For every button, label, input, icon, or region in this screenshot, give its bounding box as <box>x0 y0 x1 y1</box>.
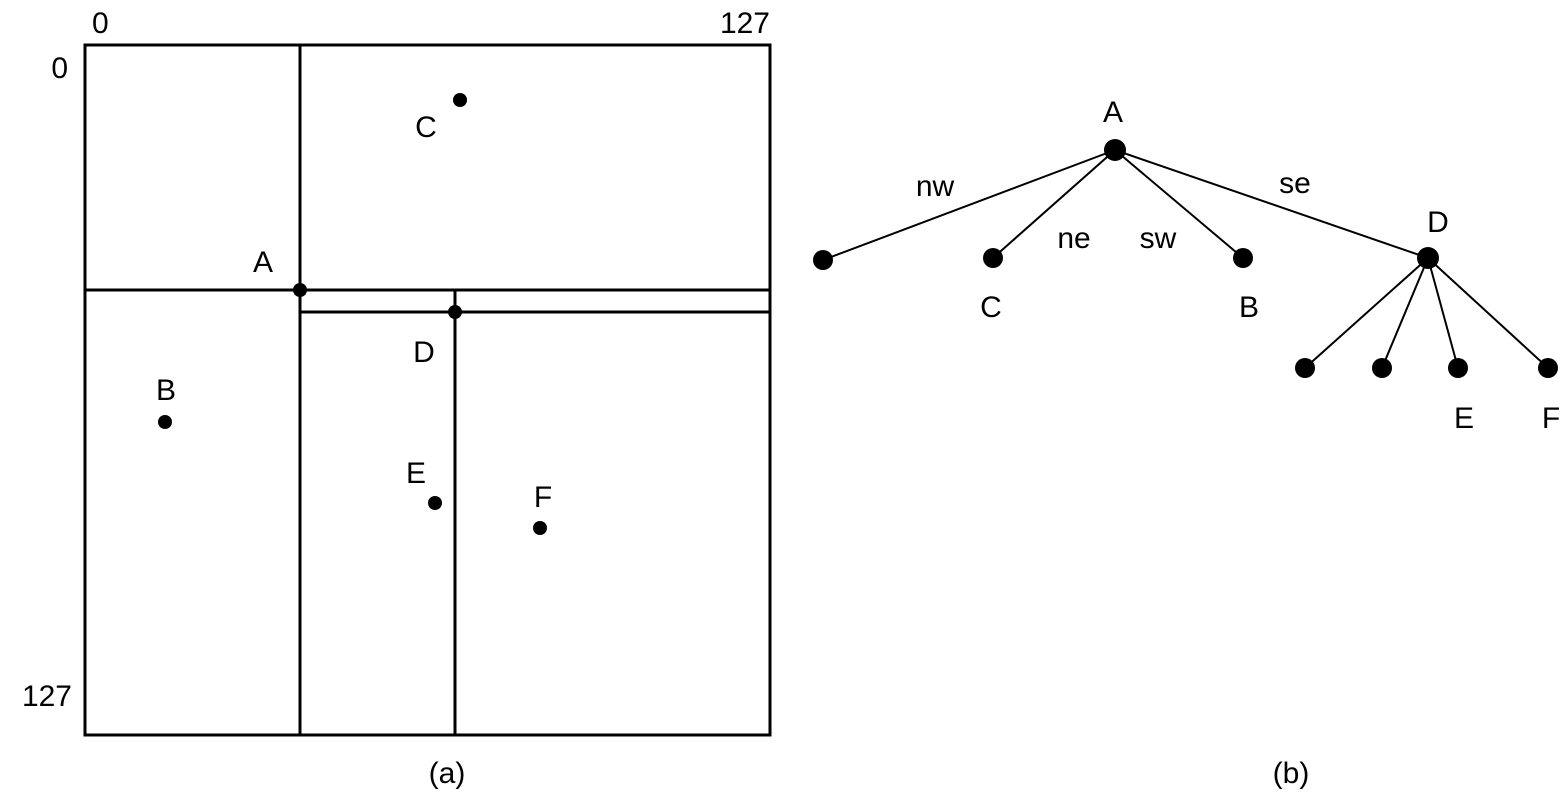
tree-node-e <box>1448 358 1468 378</box>
point-b-label: B <box>156 374 176 407</box>
point-f-dot <box>533 521 547 535</box>
tree-node-c <box>983 248 1003 268</box>
point-d-dot <box>448 305 462 319</box>
edge-label-sw: sw <box>1140 222 1177 255</box>
edge-a-nw <box>822 149 1116 261</box>
axis-label-left-bottom: 127 <box>22 680 72 713</box>
tree-node-nw-empty <box>813 250 833 270</box>
point-f-label: F <box>534 481 552 514</box>
tree-node-b-label: B <box>1239 291 1259 324</box>
tree-node-d-empty-2 <box>1372 358 1392 378</box>
point-b-dot <box>158 415 172 429</box>
tree-node-d-label: D <box>1427 206 1449 239</box>
tree-node-a <box>1104 139 1126 161</box>
edge-label-ne: ne <box>1057 222 1090 255</box>
tree-node-f-label: F <box>1542 402 1560 435</box>
region-square <box>83 43 772 737</box>
tree-node-e-label: E <box>1454 402 1474 435</box>
panel-b: nw ne sw se A C B D E F (b) <box>813 96 1560 790</box>
tree-node-a-label: A <box>1103 96 1123 129</box>
point-d-label: D <box>413 336 435 369</box>
edge-label-nw: nw <box>916 170 955 203</box>
edge-d-child-3 <box>1427 257 1459 369</box>
panel-a: 0 127 0 127 A B C D E F <box>22 7 772 790</box>
point-e-dot <box>428 496 442 510</box>
edge-d-child-1 <box>1304 257 1429 369</box>
point-c-dot <box>453 93 467 107</box>
axis-label-top-left: 0 <box>92 7 109 40</box>
edge-a-ne <box>992 149 1116 259</box>
edge-d-child-2 <box>1381 257 1429 369</box>
tree-node-b <box>1233 248 1253 268</box>
tree-node-f <box>1538 358 1558 378</box>
panel-a-caption: (a) <box>429 757 466 790</box>
edge-a-sw <box>1114 149 1244 259</box>
axis-label-top-right: 127 <box>720 7 770 40</box>
tree-node-d <box>1417 247 1439 269</box>
edge-a-se <box>1114 149 1429 259</box>
edge-label-se: se <box>1279 167 1311 200</box>
point-c-label: C <box>415 111 437 144</box>
tree-node-d-empty-1 <box>1295 358 1315 378</box>
edge-d-child-4 <box>1427 257 1549 369</box>
axis-label-left-top: 0 <box>51 52 68 85</box>
point-e-label: E <box>406 457 426 490</box>
point-a-label: A <box>253 246 273 279</box>
point-a-dot <box>293 283 307 297</box>
tree-node-c-label: C <box>980 291 1002 324</box>
panel-b-caption: (b) <box>1273 757 1310 790</box>
